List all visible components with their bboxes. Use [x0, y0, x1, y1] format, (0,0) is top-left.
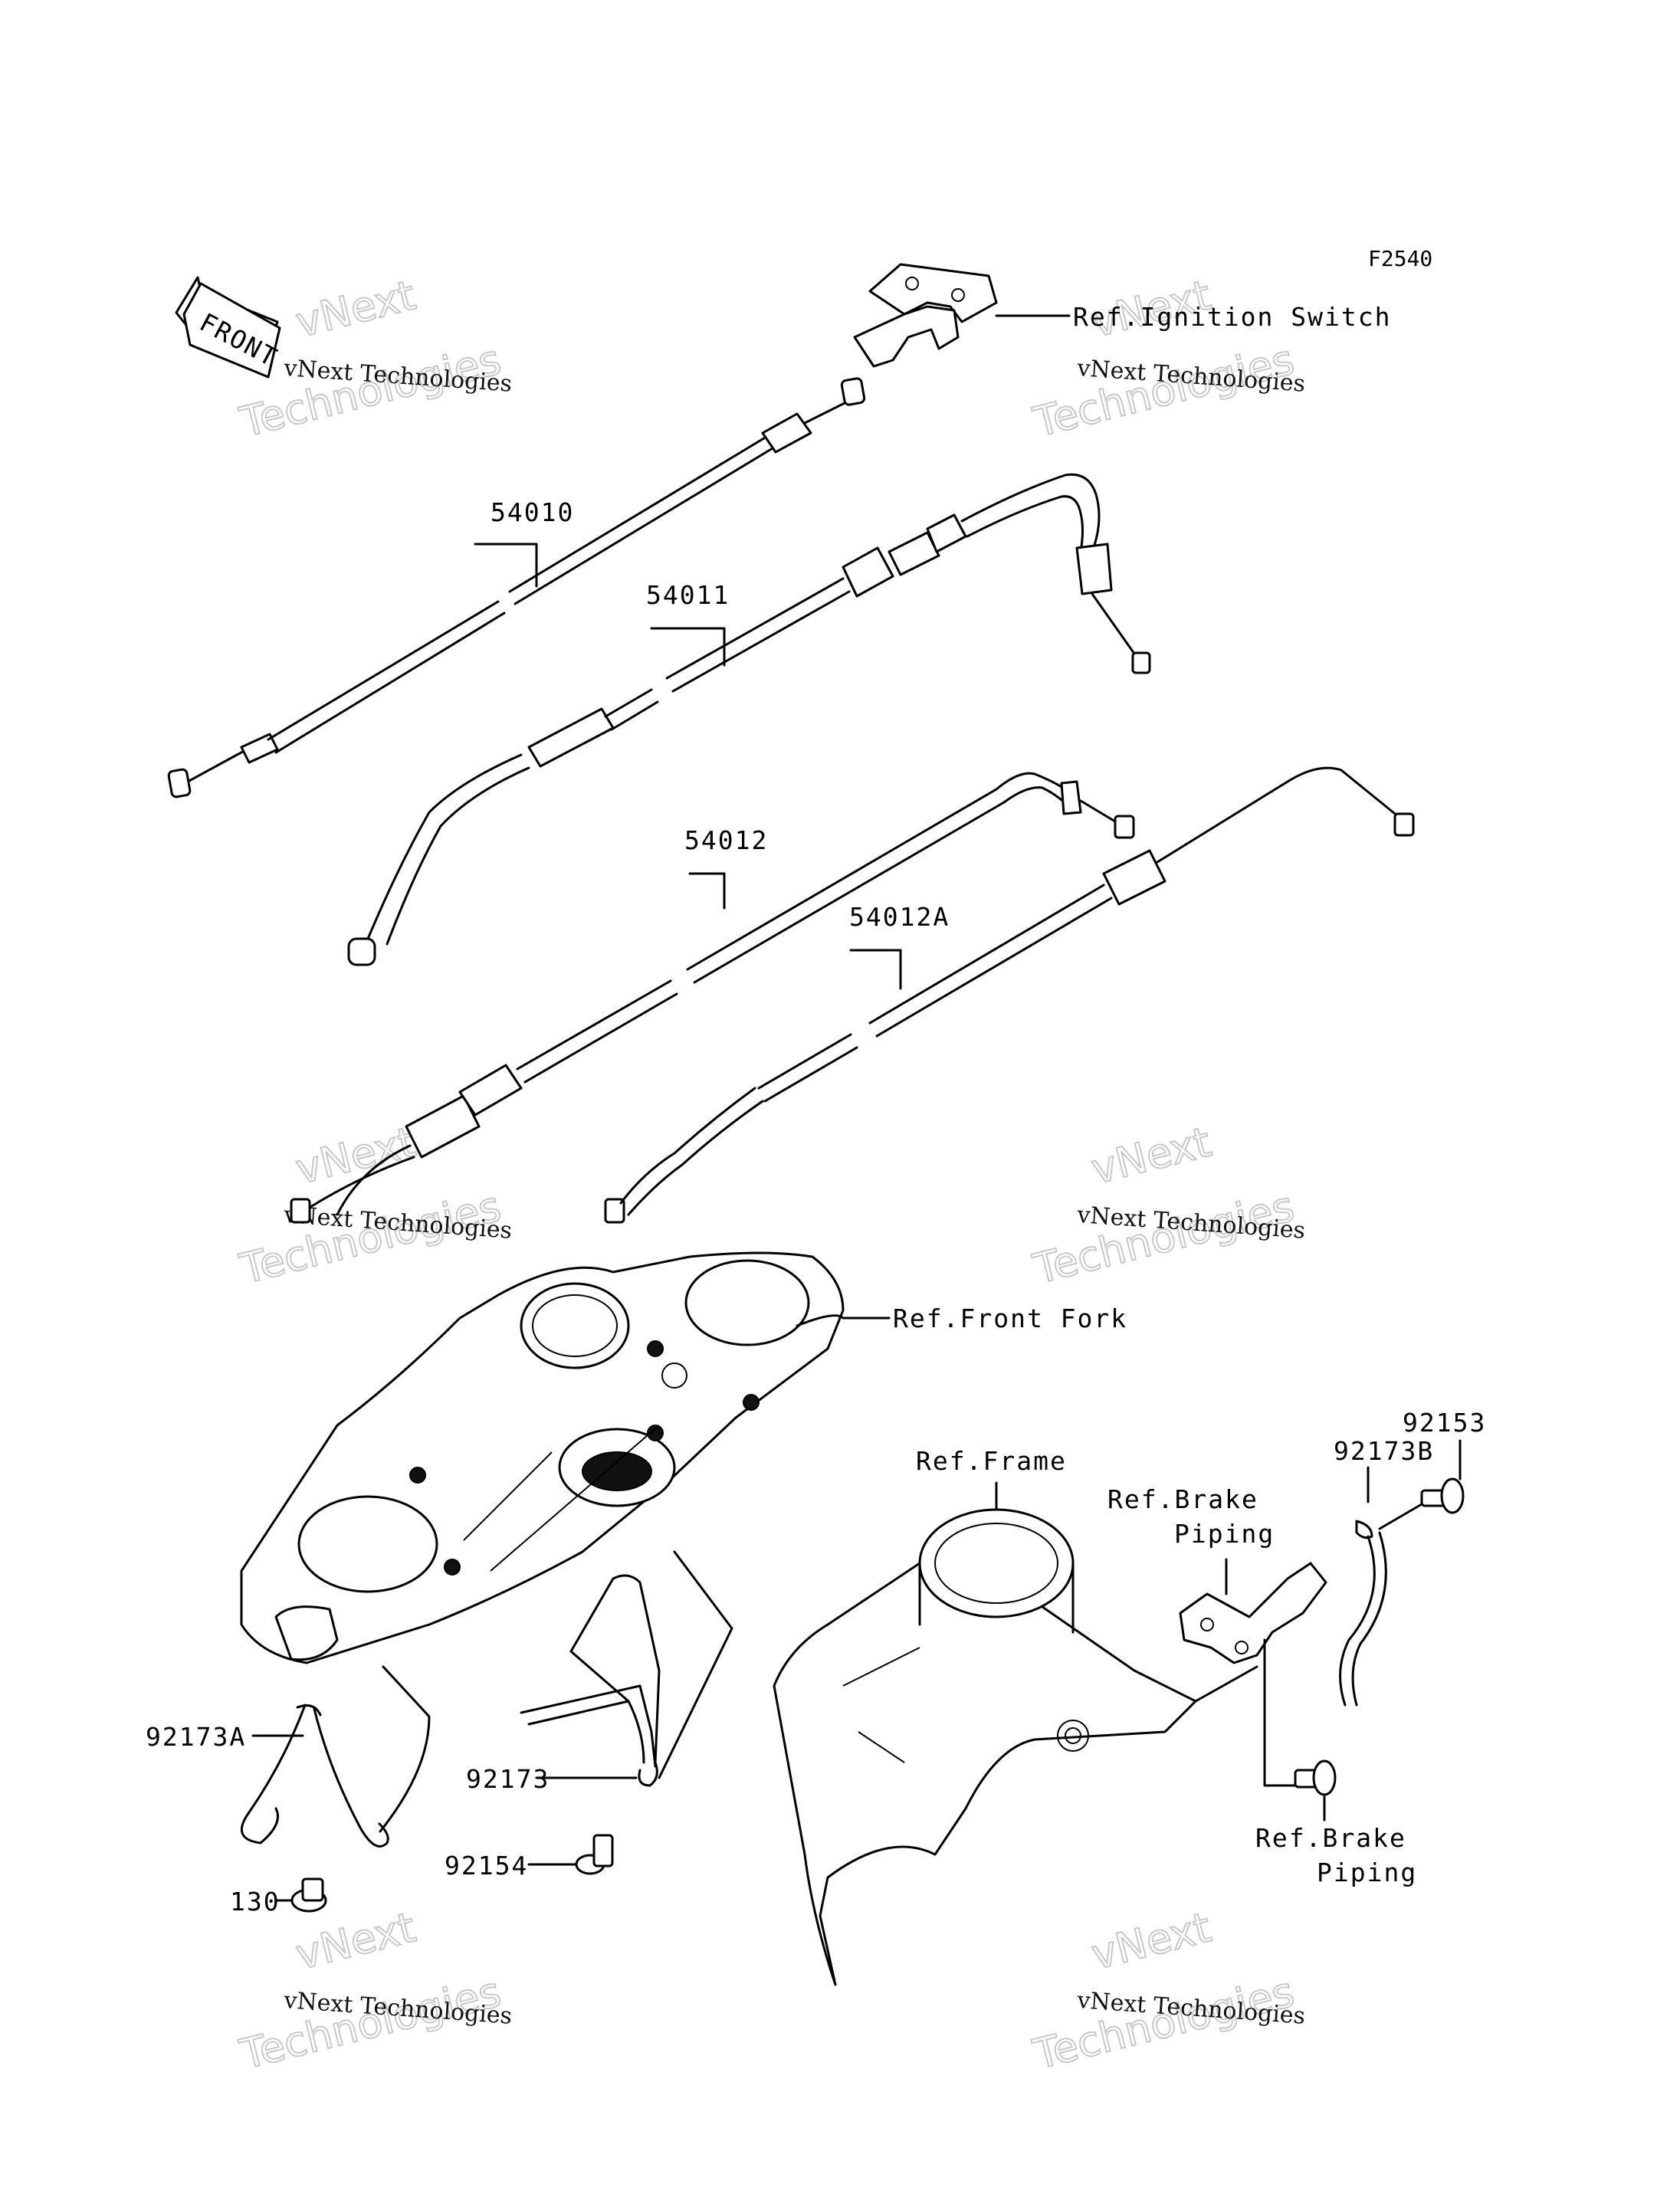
part-92153: 92153: [1403, 1408, 1486, 1438]
watermark-top-left: vNext Technologies vNext Technologies: [235, 270, 513, 448]
watermark-top-right: vNext Technologies vNext Technologies: [1028, 270, 1306, 448]
part-54012: 54012: [684, 825, 768, 855]
svg-text:vNext: vNext: [291, 271, 420, 346]
front-arrow-icon: FRONT: [175, 276, 283, 379]
bolt-130: [274, 1877, 327, 1913]
label-brake-piping-bottom-line1: Ref.Brake: [1255, 1823, 1406, 1853]
part-54010: 54010: [491, 497, 574, 527]
cable-54012: [290, 772, 1135, 1224]
watermark-mid-left: vNext Technologies vNext Technologies: [235, 1117, 513, 1294]
cable-54012A: [604, 766, 1415, 1224]
clamp-92173: [520, 1550, 733, 1787]
part-92173B: 92173B: [1334, 1436, 1434, 1466]
watermark-bottom-left: vNext Technologies vNext Technologies: [235, 1902, 513, 2080]
svg-text:vNext: vNext: [1087, 1117, 1216, 1193]
ignition-switch-bracket: [853, 263, 1071, 368]
watermark-bottom-right: vNext Technologies vNext Technologies: [1028, 1902, 1306, 2080]
front-fork-triple-clamp: [240, 1251, 891, 1664]
part-92154: 92154: [445, 1851, 528, 1881]
part-92173: 92173: [466, 1764, 550, 1794]
bolt-92153: [1420, 1439, 1465, 1514]
svg-text:vNext: vNext: [1087, 1903, 1216, 1979]
label-ref-front-fork: Ref.Front Fork: [893, 1303, 1127, 1333]
part-130: 130: [230, 1887, 281, 1917]
label-ref-frame: Ref.Frame: [916, 1446, 1067, 1476]
bolt-brake-piping: [1294, 1759, 1337, 1822]
part-54011: 54011: [646, 580, 730, 610]
diagram-code: F2540: [1368, 246, 1432, 271]
label-ref-ignition-switch: Ref.Ignition Switch: [1073, 302, 1392, 332]
clamp-92173A: [241, 1665, 431, 1848]
label-brake-piping-bottom-line2: Piping: [1317, 1858, 1417, 1887]
clamp-92173B: [1339, 1466, 1427, 1707]
bolt-92154: [527, 1834, 614, 1875]
part-54012A: 54012A: [849, 902, 950, 932]
brake-piping-clamp: [1179, 1558, 1327, 1787]
frame-head: [773, 1481, 1258, 1986]
label-brake-piping-top-line1: Ref.Brake: [1107, 1484, 1258, 1514]
cable-54010: [167, 377, 866, 798]
part-92173A: 92173A: [146, 1722, 246, 1752]
label-brake-piping-top-line2: Piping: [1174, 1519, 1275, 1549]
cable-54011: [347, 473, 1151, 966]
svg-text:vNext: vNext: [291, 1903, 420, 1979]
watermark-mid-right: vNext Technologies vNext Technologies: [1028, 1117, 1306, 1294]
